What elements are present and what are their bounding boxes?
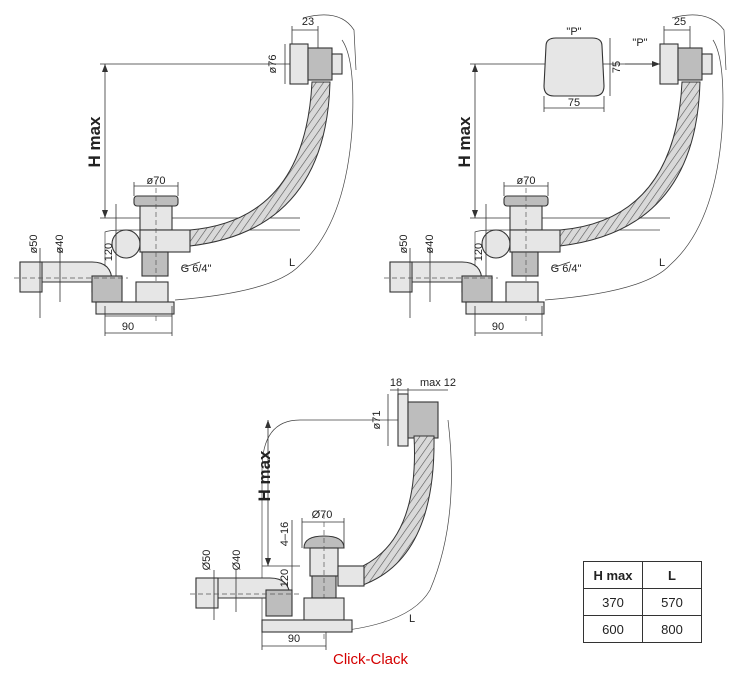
cap-p-label: "P" <box>566 26 581 38</box>
table-row: 600 800 <box>583 615 702 643</box>
dim-18: 18 <box>390 377 402 389</box>
table-cell: 570 <box>642 588 702 616</box>
dim-max-12: max 12 <box>420 377 456 389</box>
table-header-hmax: H max <box>583 561 643 589</box>
overflow-body <box>307 47 333 81</box>
dim-waste-diameter: ø70 <box>517 175 536 187</box>
h-max-label: H max <box>455 116 474 168</box>
dim-pipe-50: Ø50 <box>201 550 213 571</box>
dim-outlet-diameter: ø76 <box>267 55 279 74</box>
dim-25: 25 <box>674 16 686 28</box>
dim-pipe-40: ø40 <box>54 235 66 254</box>
diagram-right <box>384 14 727 336</box>
dim-pipe-50: ø50 <box>398 235 410 254</box>
dim-cap-height: 75 <box>611 61 623 73</box>
table-header-row: H max L <box>583 561 702 589</box>
overflow-flange <box>659 43 679 85</box>
dim-length-l: L <box>409 613 415 625</box>
dim-offset-90: 90 <box>122 321 134 333</box>
overflow-flange <box>289 43 309 85</box>
diagram-bottom-labels: 18 max 12 ø71 H max Ø70 4–16 Ø50 Ø40 120… <box>201 377 456 645</box>
overflow-body <box>407 401 439 439</box>
dim-height-120: 120 <box>103 243 115 261</box>
diagram-right-labels: 25 "P" "P" 75 75 H max ø70 ø50 ø40 120 G… <box>398 16 686 333</box>
dim-waste-diameter: Ø70 <box>312 509 333 521</box>
cap-p-label-2: "P" <box>632 37 647 49</box>
dim-pipe-40: Ø40 <box>231 550 243 571</box>
dim-pipe-50: ø50 <box>28 235 40 254</box>
cap-p <box>543 37 605 97</box>
dim-23: 23 <box>302 16 314 28</box>
overflow-hose <box>353 435 435 587</box>
overflow-hose <box>189 81 331 247</box>
table-header-l: L <box>642 561 702 589</box>
dim-pipe-40: ø40 <box>424 235 436 254</box>
dimension-table: H max L 370 570 600 800 <box>583 561 702 643</box>
dim-range-4-16: 4–16 <box>279 522 291 546</box>
diagram-left <box>14 14 357 336</box>
dim-offset-90: 90 <box>492 321 504 333</box>
dim-offset-90: 90 <box>288 633 300 645</box>
click-clack-caption: Click-Clack <box>333 651 408 668</box>
dim-length-l: L <box>289 257 295 269</box>
table-cell: 370 <box>583 588 643 616</box>
table-row: 370 570 <box>583 588 702 616</box>
diagram-bottom <box>190 388 452 650</box>
dim-waste-diameter: ø70 <box>147 175 166 187</box>
dim-cap-width: 75 <box>568 97 580 109</box>
diagram-left-labels: 23 ø76 H max ø70 ø50 ø40 120 G 6/4" L 90 <box>28 16 314 333</box>
overflow-hose <box>559 81 701 247</box>
dim-thread: G 6/4" <box>551 263 582 275</box>
dim-thread: G 6/4" <box>181 263 212 275</box>
dim-length-l: L <box>659 257 665 269</box>
dim-height-120: 120 <box>473 243 485 261</box>
table-cell: 600 <box>583 615 643 643</box>
dim-height-120: 120 <box>279 569 291 587</box>
dim-outlet-diameter: ø71 <box>371 411 383 430</box>
overflow-flange <box>397 393 409 447</box>
h-max-label: H max <box>255 450 274 502</box>
h-max-label: H max <box>85 116 104 168</box>
table-cell: 800 <box>642 615 702 643</box>
